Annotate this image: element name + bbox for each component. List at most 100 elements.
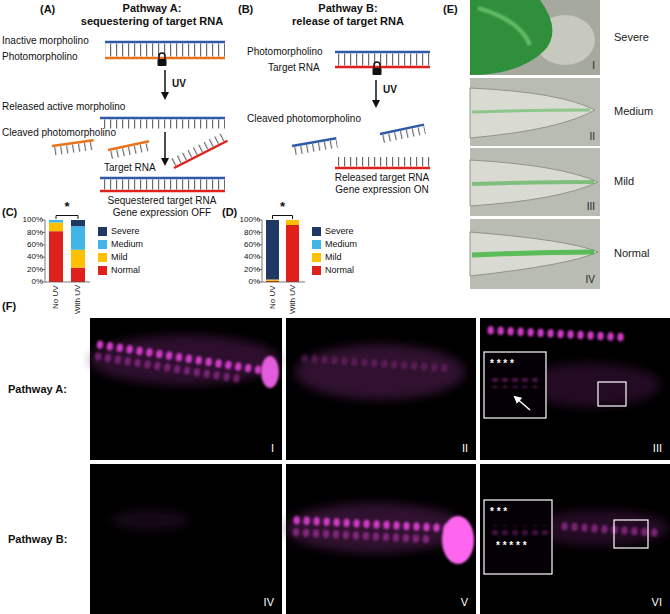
panel-numeral: II [462, 442, 468, 455]
axis-tick: 40% [244, 252, 260, 262]
strand-label: Target RNA [268, 62, 320, 74]
panel-title: Pathway B: [318, 2, 377, 15]
fluorescence-image: IV [90, 464, 282, 614]
panel-numeral: I [271, 442, 274, 455]
panel-title: sequestering of target RNA [81, 15, 223, 28]
severity-label: Normal [614, 247, 649, 260]
outcome-text: Released target RNA [335, 172, 430, 184]
panel-numeral: VI [652, 596, 662, 609]
panel-letter: (C) [2, 206, 17, 219]
severity-label: Medium [614, 105, 653, 118]
bar-chart-d [259, 216, 305, 283]
panel-numeral: I [592, 60, 595, 72]
legend-item: Severe [98, 226, 140, 237]
legend-item: Normal [98, 265, 140, 276]
panel-title: release of target RNA [292, 15, 404, 28]
legend-item: Normal [312, 265, 354, 276]
panel-numeral: IV [264, 596, 274, 609]
panel-letter: (B) [238, 3, 253, 16]
outcome-text: Gene expression ON [335, 184, 428, 196]
legend-item: Medium [312, 239, 357, 250]
panel-numeral: IV [586, 274, 595, 286]
legend-item: Medium [98, 239, 143, 250]
embryo-image: IIIMild [470, 148, 600, 216]
uv-label: UV [383, 84, 397, 96]
panel-letter: (D) [222, 206, 237, 219]
somite-marker: * * * * [490, 358, 514, 370]
row-label: Pathway A: [8, 383, 67, 396]
panel-numeral: V [461, 596, 468, 609]
axis-tick: 100% [23, 215, 43, 225]
row-label: Pathway B: [8, 533, 67, 546]
panel-letter: (F) [2, 300, 16, 313]
somite-marker: * * * [490, 506, 507, 518]
axis-tick: 20% [27, 265, 43, 275]
strand-label: Cleaved photomorpholino [247, 113, 361, 125]
axis-tick: 20% [244, 265, 260, 275]
strand-label: Photomorpholino [247, 46, 323, 58]
axis-tick: 0% [248, 277, 260, 287]
significance-star: * [64, 199, 69, 215]
legend-swatch [98, 240, 107, 249]
legend-item: Mild [98, 252, 128, 263]
panel-numeral: III [587, 201, 595, 213]
legend-swatch [312, 227, 321, 236]
legend-swatch [98, 253, 107, 262]
legend-swatch [312, 240, 321, 249]
legend-item: Mild [312, 252, 342, 263]
axis-category: No UV [51, 285, 61, 309]
embryo-image: IVNormal [470, 219, 600, 289]
outcome-text: Gene expression OFF [113, 207, 211, 219]
uv-label: UV [172, 78, 186, 90]
legend-swatch [312, 266, 321, 275]
strand-label: Inactive morpholino [2, 35, 89, 47]
axis-tick: 0% [31, 277, 43, 287]
panel-letter: (A) [40, 3, 55, 16]
legend-text: Normal [325, 265, 354, 276]
strand-label: Photomorpholino [2, 51, 78, 63]
fluorescence-image: VI [480, 464, 670, 614]
legend-text: Mild [111, 252, 128, 263]
axis-tick: 40% [27, 252, 43, 262]
legend-text: Mild [325, 252, 342, 263]
somite-marker: * * * * * [496, 540, 527, 552]
panel-title: Pathway A: [123, 2, 182, 15]
fluorescence-image: II [286, 318, 476, 460]
legend-text: Normal [111, 265, 140, 276]
panel-numeral: III [653, 442, 662, 455]
legend-text: Medium [325, 239, 357, 250]
severity-label: Mild [614, 175, 634, 188]
fluorescence-image: III [480, 318, 670, 460]
axis-category: With UV [73, 285, 83, 314]
embryo-image: ISevere [470, 0, 600, 75]
fluorescence-image: I [90, 318, 282, 460]
legend-swatch [98, 227, 107, 236]
outcome-text: Sequestered target RNA [108, 195, 217, 207]
embryo-image: IIMedium [470, 78, 600, 146]
axis-tick: 100% [240, 215, 260, 225]
legend-swatch [98, 266, 107, 275]
legend-text: Severe [325, 226, 354, 237]
fluorescence-image: V [286, 464, 476, 614]
strand-label: Cleaved photomorpholino [2, 127, 116, 139]
axis-tick: 80% [27, 228, 43, 238]
axis-category: With UV [288, 285, 298, 314]
strand-label: Released active morpholino [2, 101, 125, 113]
strand-label: Target RNA [104, 162, 156, 174]
axis-tick: 60% [244, 240, 260, 250]
bar-chart-c [42, 216, 90, 283]
significance-star: * [280, 199, 285, 215]
fluorescence-images [90, 318, 670, 614]
severity-label: Severe [614, 31, 649, 44]
legend-swatch [312, 253, 321, 262]
pathway-a-schematic [52, 42, 227, 191]
axis-category: No UV [268, 285, 278, 309]
legend-text: Severe [111, 226, 140, 237]
axis-tick: 80% [244, 228, 260, 238]
legend-item: Severe [312, 226, 354, 237]
legend-text: Medium [111, 239, 143, 250]
panel-letter: (E) [443, 3, 458, 16]
axis-tick: 60% [27, 240, 43, 250]
